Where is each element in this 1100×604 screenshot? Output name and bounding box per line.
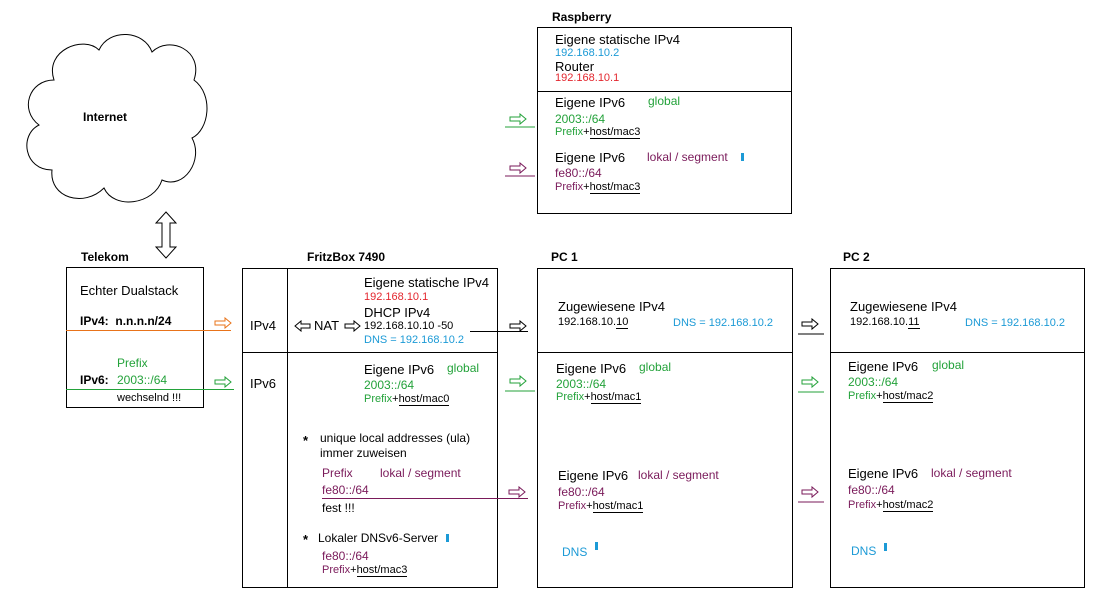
- pc1-dns-label: DNS: [562, 545, 588, 559]
- pc2-global-host: Prefix+host/mac2: [848, 390, 934, 403]
- dns-marker-icon: [741, 153, 744, 161]
- dns-server-star: *: [303, 532, 309, 547]
- dns-marker-icon: [595, 542, 598, 550]
- ipv4-line: [66, 330, 231, 331]
- double-arrow-icon: [155, 211, 177, 259]
- fritzbox-local-prefix2: fe80::/64: [322, 549, 369, 563]
- pc1-title: PC 1: [551, 250, 578, 264]
- pc2-local-prefix: fe80::/64: [848, 483, 895, 497]
- telekom-ipv6-arrow-icon: [214, 376, 232, 388]
- fritzbox-fixed: fest !!!: [322, 501, 355, 515]
- fritz-pc1-local-arrow-icon: [508, 486, 526, 498]
- nat-right-arrow-icon: [344, 320, 361, 332]
- telekom-ipv4: IPv4: n.n.n.n/24: [80, 314, 172, 328]
- fritzbox-box: [242, 268, 498, 588]
- fritzbox-ipv4-col: IPv4: [250, 318, 277, 333]
- pc2-box: [830, 268, 1085, 588]
- pc1-global-host: Prefix+host/mac1: [556, 391, 642, 404]
- telekom-ipv6-label: IPv6:: [80, 373, 109, 387]
- raspberry-local-prefix: fe80::/64: [555, 166, 602, 180]
- pc1-ipv4-label: Zugewiesene IPv4: [558, 299, 665, 314]
- telekom-changing: wechselnd !!!: [117, 392, 182, 404]
- dns-marker-icon: [884, 543, 887, 551]
- dhcp-line: [470, 331, 528, 332]
- fritzbox-ipv4-label: Eigene statische IPv4: [364, 275, 490, 290]
- raspberry-global-host: Prefix+host/mac3: [555, 126, 641, 139]
- fritzbox-local-host: Prefix+host/mac3: [322, 564, 408, 577]
- fritzbox-dhcp-range: 192.168.10.10 -50: [364, 320, 454, 332]
- fritzbox-dns-server: Lokaler DNSv6-Server: [318, 531, 439, 545]
- pc2-title: PC 2: [843, 250, 870, 264]
- pc2-ipv4-label: Zugewiesene IPv4: [850, 299, 957, 314]
- pc2-global-prefix: 2003::/64: [848, 375, 899, 389]
- fritzbox-local-prefix: fe80::/64: [322, 483, 369, 497]
- ipv6-line: [66, 389, 234, 390]
- pc1-ipv6-label: Eigene IPv6: [556, 361, 627, 376]
- raspberry-ipv4-label: Eigene statische IPv4: [555, 32, 681, 47]
- telekom-ipv6-value: 2003::/64: [117, 373, 168, 387]
- fritzbox-ipv6-col: IPv6: [250, 376, 277, 391]
- pc2-dns: DNS = 192.168.10.2: [965, 317, 1065, 329]
- fritzbox-local-prefix-word: Prefix: [322, 466, 353, 480]
- telekom-box: [66, 267, 204, 408]
- raspberry-ipv6-global-label: Eigene IPv6: [555, 95, 626, 110]
- fritzbox-ipv4-value: 192.168.10.1: [364, 291, 429, 303]
- pc1-global-prefix: 2003::/64: [556, 377, 607, 391]
- dns-marker-icon: [446, 534, 449, 542]
- pc2-ipv6-label: Eigene IPv6: [848, 359, 919, 374]
- local-line: [322, 498, 528, 499]
- raspberry-global-arrow-icon: [505, 113, 535, 128]
- fritz-pc1-ipv4-arrow-icon: [509, 320, 527, 332]
- telekom-title: Telekom: [81, 250, 129, 264]
- raspberry-global-prefix: 2003::/64: [555, 112, 606, 126]
- pc1-local-label: Eigene IPv6: [558, 468, 629, 483]
- fritzbox-global-host: Prefix+host/mac0: [364, 393, 450, 406]
- fritzbox-global-tag: global: [447, 361, 480, 375]
- raspberry-local-arrow-icon: [505, 162, 535, 177]
- raspberry-ipv4-value: 192.168.10.2: [555, 47, 620, 59]
- nat-left-arrow-icon: [294, 320, 311, 332]
- pc1-local-host: Prefix+host/mac1: [558, 500, 644, 513]
- pc1-pc2-ipv6-arrow-icon: [798, 376, 824, 393]
- pc1-local-tag: lokal / segment: [638, 468, 719, 482]
- pc1-dns: DNS = 192.168.10.2: [673, 317, 773, 329]
- pc2-dns-label: DNS: [851, 544, 877, 558]
- fritz-pc1-ipv6-arrow-icon: [505, 375, 535, 392]
- pc2-local-label: Eigene IPv6: [848, 466, 919, 481]
- pc2-ipv4-value: 192.168.10.11: [850, 316, 920, 329]
- ula-line1: unique local addresses (ula): [320, 431, 471, 445]
- raspberry-local-tag: lokal / segment: [647, 150, 728, 164]
- fritzbox-title: FritzBox 7490: [307, 250, 386, 264]
- nat-label: NAT: [314, 318, 340, 333]
- pc1-global-tag: global: [639, 360, 672, 374]
- pc1-box: [537, 268, 793, 588]
- fritzbox-dns: DNS = 192.168.10.2: [364, 334, 464, 346]
- pc1-pc2-local-arrow-icon: [798, 486, 824, 503]
- ula-star: *: [303, 433, 309, 448]
- fritzbox-local-tag: lokal / segment: [380, 466, 461, 480]
- telekom-dualstack: Echter Dualstack: [80, 283, 179, 298]
- raspberry-global-tag: global: [648, 94, 681, 108]
- raspberry-router-value: 192.168.10.1: [555, 72, 620, 84]
- telekom-ipv4-arrow-icon: [214, 317, 232, 329]
- raspberry-local-host: Prefix+host/mac3: [555, 181, 641, 194]
- raspberry-router-label: Router: [555, 59, 595, 74]
- ula-line2: immer zuweisen: [320, 446, 407, 460]
- raspberry-box: [537, 27, 792, 214]
- fritzbox-dhcp-label: DHCP IPv4: [364, 305, 431, 320]
- pc2-local-tag: lokal / segment: [931, 466, 1012, 480]
- raspberry-ipv6-local-label: Eigene IPv6: [555, 150, 626, 165]
- fritzbox-ipv6-label: Eigene IPv6: [364, 362, 435, 377]
- telekom-prefix: Prefix: [117, 356, 148, 370]
- pc1-pc2-ipv4-arrow-icon: [798, 318, 824, 335]
- pc1-ipv4-value: 192.168.10.10: [558, 316, 629, 329]
- pc2-local-host: Prefix+host/mac2: [848, 499, 934, 512]
- fritzbox-global-prefix: 2003::/64: [364, 378, 415, 392]
- internet-label: Internet: [83, 110, 128, 124]
- pc2-global-tag: global: [932, 358, 965, 372]
- pc1-local-prefix: fe80::/64: [558, 485, 605, 499]
- internet-cloud-icon: [26, 34, 208, 203]
- raspberry-title: Raspberry: [552, 10, 612, 24]
